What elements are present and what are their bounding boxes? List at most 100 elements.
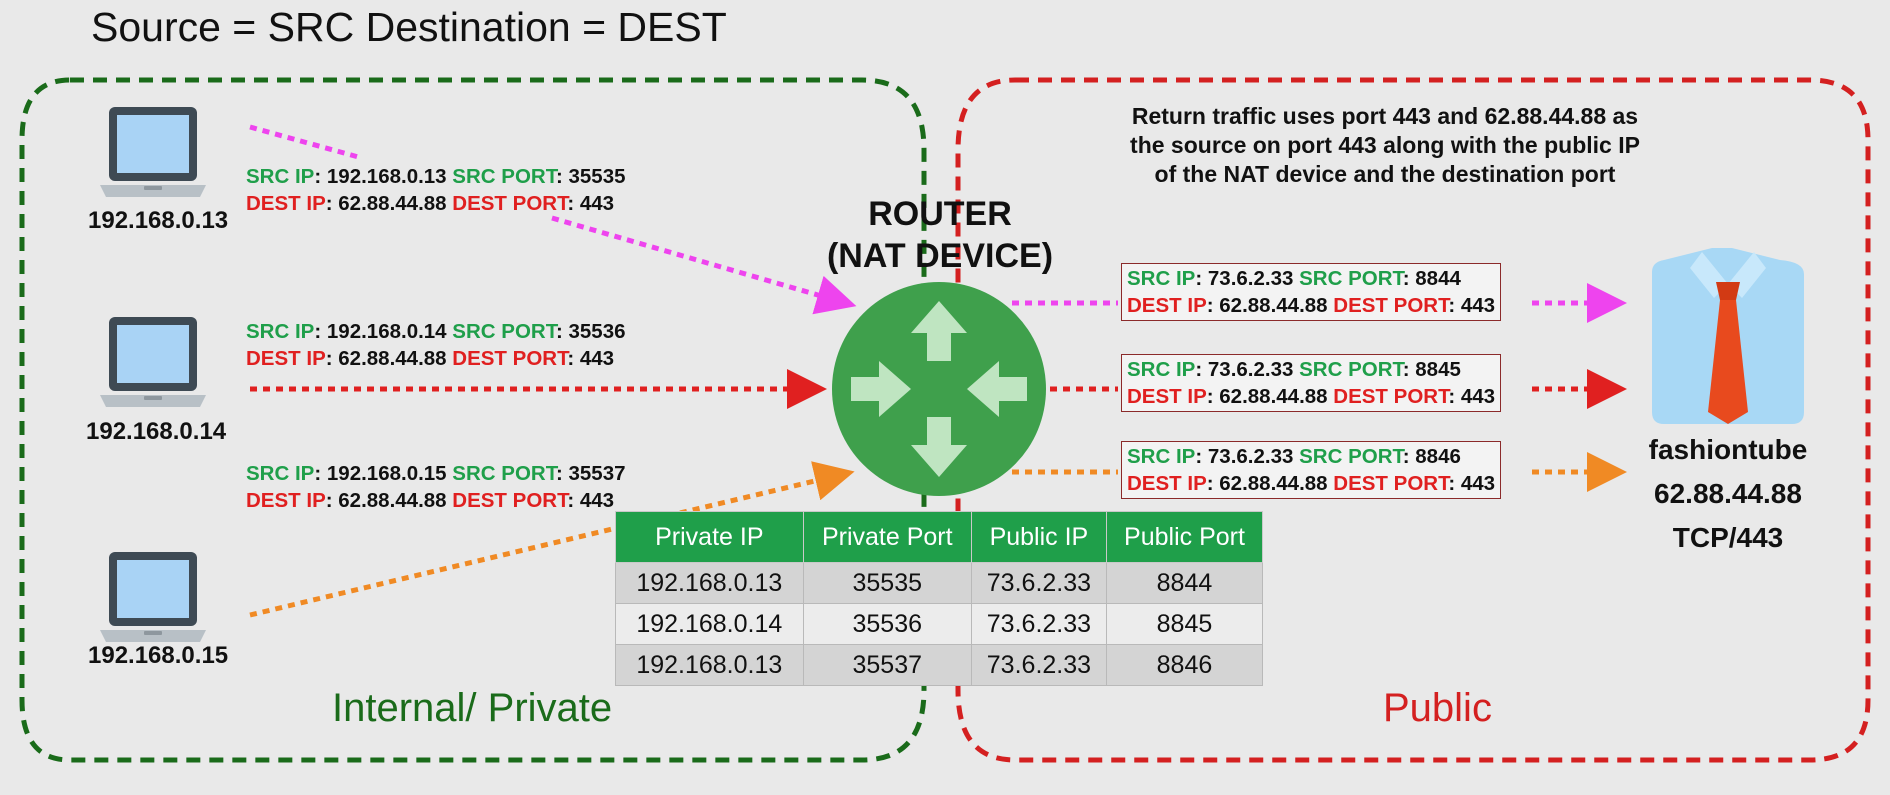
dest-ip-label: DEST IP — [246, 489, 326, 512]
dest-port-value: 443 — [1460, 294, 1496, 317]
dest-ip-label: DEST IP — [1127, 294, 1207, 317]
table-cell: 73.6.2.33 — [970, 603, 1107, 645]
src-ip-label: SRC IP — [1127, 445, 1196, 468]
arrow-host3-to-router — [249, 461, 855, 618]
src-ip-label: SRC IP — [1127, 358, 1196, 381]
router-label-line1: ROUTER — [868, 195, 1012, 233]
table-cell: 192.168.0.13 — [615, 562, 804, 604]
src-port-value: 8846 — [1415, 445, 1461, 468]
table-cell: 35535 — [802, 562, 972, 604]
destination-label: fashiontube 62.88.44.88 TCP/443 — [1628, 428, 1828, 560]
column-header: Public IP — [970, 511, 1107, 563]
table-cell: 8845 — [1105, 603, 1264, 645]
src-ip-value: 192.168.0.15 — [326, 462, 447, 485]
packet-info-public-1: SRC IP: 73.6.2.33 SRC PORT: 8844 DEST IP… — [1121, 263, 1502, 321]
host-ip-label: 192.168.0.15 — [88, 642, 229, 669]
dest-port-label: DEST PORT — [1333, 294, 1449, 317]
packet-info-public-2: SRC IP: 73.6.2.33 SRC PORT: 8845 DEST IP… — [1121, 354, 1502, 412]
table-cell: 192.168.0.14 — [615, 603, 804, 645]
dest-ip-value: 62.88.44.88 — [1219, 385, 1328, 408]
arrow-host1-to-router — [551, 215, 857, 315]
dest-port-label: DEST PORT — [1333, 472, 1449, 495]
src-ip-value: 192.168.0.14 — [326, 320, 447, 343]
src-port-label: SRC PORT — [452, 165, 556, 188]
table-header-row: Private IP Private Port Public IP Public… — [615, 511, 1264, 563]
private-zone-border — [19, 77, 927, 763]
dest-ip-value: 62.88.44.88 — [1219, 294, 1328, 317]
host-ip-label: 192.168.0.14 — [86, 418, 227, 445]
src-ip-value: 73.6.2.33 — [1207, 358, 1294, 381]
packet-info-private-1: SRC IP: 192.168.0.13 SRC PORT: 35535 DES… — [246, 165, 626, 215]
table-cell: 73.6.2.33 — [970, 562, 1107, 604]
dest-port-value: 443 — [579, 489, 615, 512]
router-label-line2: (NAT DEVICE) — [826, 237, 1054, 275]
packet-info-public-3: SRC IP: 73.6.2.33 SRC PORT: 8846 DEST IP… — [1121, 441, 1502, 499]
src-port-value: 8844 — [1415, 267, 1461, 290]
src-ip-label: SRC IP — [246, 320, 315, 343]
table-cell: 35537 — [802, 644, 972, 686]
destination-name: fashiontube — [1648, 434, 1808, 465]
dest-port-value: 443 — [1460, 472, 1496, 495]
table-row: 192.168.0.14 35536 73.6.2.33 8845 — [615, 603, 1264, 645]
table-row: 192.168.0.13 35537 73.6.2.33 8846 — [615, 644, 1264, 686]
src-ip-label: SRC IP — [1127, 267, 1196, 290]
note-line: the source on port 443 along with the pu… — [1130, 132, 1640, 158]
src-ip-label: SRC IP — [246, 165, 315, 188]
destination-port: TCP/443 — [1672, 522, 1784, 553]
column-header: Private IP — [615, 511, 804, 563]
src-port-label: SRC PORT — [452, 462, 556, 485]
column-header: Private Port — [802, 511, 972, 563]
note-line: Return traffic uses port 443 and 62.88.4… — [1131, 103, 1639, 129]
src-port-label: SRC PORT — [1299, 267, 1403, 290]
packet-info-private-3: SRC IP: 192.168.0.15 SRC PORT: 35537 DES… — [246, 462, 626, 512]
public-zone-border — [955, 77, 1871, 763]
dest-port-value: 443 — [579, 347, 615, 370]
router-label: ROUTER (NAT DEVICE) — [818, 193, 1062, 277]
dest-port-value: 443 — [1460, 385, 1496, 408]
page-title: Source = SRC Destination = DEST — [91, 4, 727, 50]
dest-ip-label: DEST IP — [1127, 472, 1207, 495]
dest-ip-label: DEST IP — [1127, 385, 1207, 408]
return-traffic-note: Return traffic uses port 443 and 62.88.4… — [1070, 102, 1700, 189]
src-ip-value: 73.6.2.33 — [1207, 445, 1294, 468]
shirt-tie-icon — [1652, 248, 1804, 424]
table-cell: 8846 — [1105, 644, 1264, 686]
src-ip-value: 73.6.2.33 — [1207, 267, 1294, 290]
table-cell: 73.6.2.33 — [970, 644, 1107, 686]
dest-port-label: DEST PORT — [452, 192, 568, 215]
laptop-icon — [100, 552, 206, 642]
src-port-label: SRC PORT — [1299, 358, 1403, 381]
src-port-value: 35536 — [568, 320, 626, 343]
src-ip-value: 192.168.0.13 — [326, 165, 447, 188]
table-cell: 8844 — [1105, 562, 1264, 604]
note-line: of the NAT device and the destination po… — [1154, 161, 1616, 187]
dest-port-label: DEST PORT — [1333, 385, 1449, 408]
host-ip-label: 192.168.0.13 — [88, 207, 229, 234]
laptop-icon — [100, 317, 206, 407]
nat-translation-table: Private IP Private Port Public IP Public… — [615, 511, 1264, 686]
table-row: 192.168.0.13 35535 73.6.2.33 8844 — [615, 562, 1264, 604]
src-port-value: 8845 — [1415, 358, 1461, 381]
laptop-icon — [100, 107, 206, 197]
router-arrows-icon — [832, 282, 1046, 496]
private-zone-label: Internal/ Private — [332, 686, 613, 730]
dest-ip-value: 62.88.44.88 — [338, 192, 447, 215]
dest-port-label: DEST PORT — [452, 347, 568, 370]
src-port-value: 35535 — [568, 165, 626, 188]
src-port-value: 35537 — [568, 462, 626, 485]
table-cell: 192.168.0.13 — [615, 644, 804, 686]
src-port-label: SRC PORT — [1299, 445, 1403, 468]
destination-ip: 62.88.44.88 — [1654, 478, 1802, 509]
public-zone-label: Public — [1383, 686, 1492, 730]
dest-port-value: 443 — [579, 192, 615, 215]
dest-ip-value: 62.88.44.88 — [338, 347, 447, 370]
src-port-label: SRC PORT — [452, 320, 556, 343]
dest-ip-value: 62.88.44.88 — [1219, 472, 1328, 495]
packet-info-private-2: SRC IP: 192.168.0.14 SRC PORT: 35536 DES… — [246, 320, 626, 370]
arrow-host1-to-router — [249, 124, 363, 161]
column-header: Public Port — [1105, 511, 1264, 563]
dest-port-label: DEST PORT — [452, 489, 568, 512]
dest-ip-label: DEST IP — [246, 347, 326, 370]
dest-ip-value: 62.88.44.88 — [338, 489, 447, 512]
